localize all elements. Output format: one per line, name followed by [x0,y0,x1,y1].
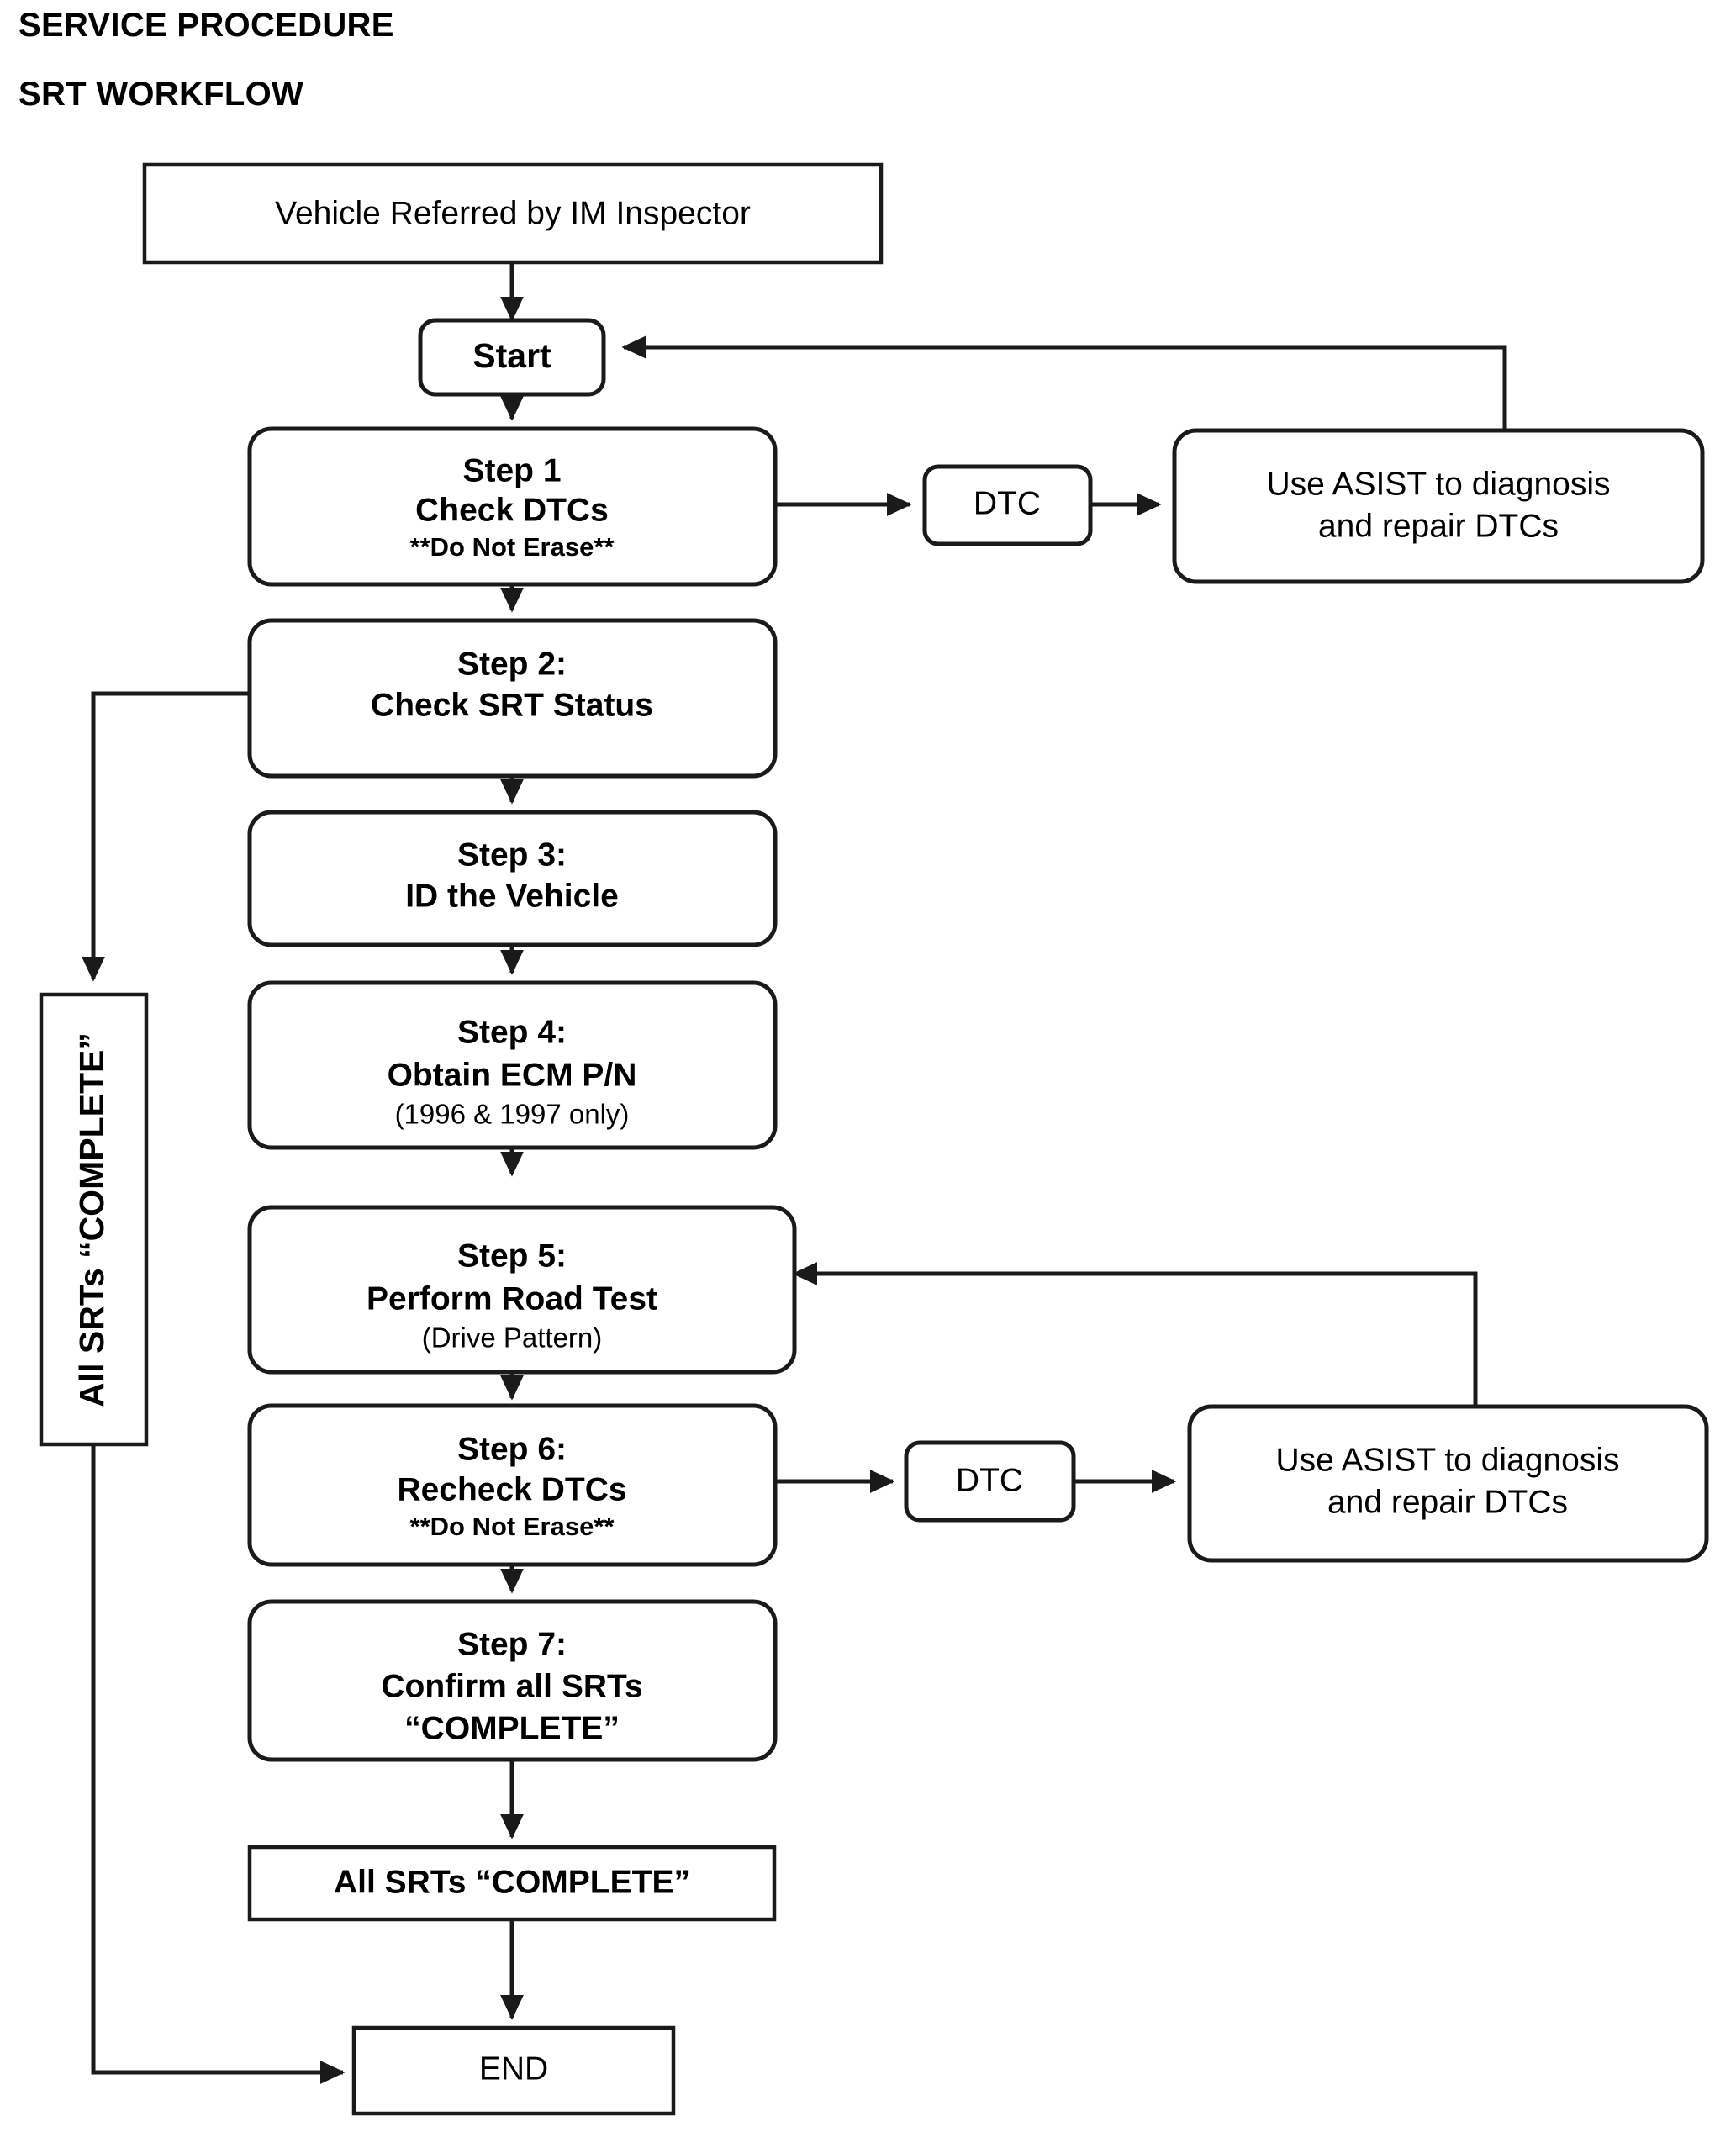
node-dtc-1[interactable] [922,464,1093,546]
edge-asist1-to-start-feedback [621,335,1507,430]
node-step7[interactable] [247,1599,778,1762]
node-asist-1[interactable] [1172,428,1705,584]
node-asist-1-line1: Use ASIST to diagnosis [1266,466,1610,502]
node-start[interactable] [418,318,606,397]
node-dtc-2-label: DTC [956,1462,1023,1498]
node-step5[interactable] [247,1205,797,1375]
node-step6-line3: **Do Not Erase** [410,1512,615,1541]
node-branch-all-srts-complete-label: All SRTs “COMPLETE” [72,1032,111,1407]
edge-branch-complete-to-end [91,1444,346,2084]
edge-asist2-to-step5-feedback [792,1262,1478,1407]
node-step1[interactable] [247,426,778,587]
page-title-service-procedure: SERVICE PROCEDURE [18,7,394,44]
node-step1-line1: Step 1 [462,452,561,488]
node-step7-line1: Step 7: [457,1626,567,1662]
node-step2-line1: Step 2: [457,646,567,682]
node-end[interactable] [351,2025,676,2116]
page-title-srt-workflow: SRT WORKFLOW [18,76,304,113]
node-step3-line2: ID the Vehicle [405,878,619,914]
node-step5-line1: Step 5: [457,1238,567,1274]
node-start-label: Start [472,336,551,375]
node-dtc-1-label: DTC [974,485,1041,521]
node-all-srts-complete[interactable] [247,1845,777,1922]
node-vehicle-referred-label: Vehicle Referred by IM Inspector [275,195,751,231]
node-step6[interactable] [247,1403,778,1567]
node-step2-line2: Check SRT Status [371,687,653,723]
node-dtc-2[interactable] [904,1440,1076,1523]
node-end-label: END [479,2051,548,2087]
node-step1-line3: **Do Not Erase** [410,532,615,562]
node-step3-line1: Step 3: [457,837,567,873]
node-branch-all-srts-complete[interactable] [39,992,149,1447]
node-asist-2-line2: and repair DTCs [1327,1484,1568,1520]
node-asist-2[interactable] [1187,1404,1709,1563]
node-step4-line1: Step 4: [457,1014,567,1050]
node-step4-line2: Obtain ECM P/N [388,1057,637,1093]
node-asist-1-line2: and repair DTCs [1318,508,1559,544]
node-step5-line2: Perform Road Test [367,1280,657,1317]
node-step7-line2: Confirm all SRTs [381,1668,642,1704]
node-step3[interactable] [247,810,778,947]
node-step6-line2: Recheck DTCs [397,1471,626,1507]
node-step4[interactable] [247,980,778,1150]
node-step1-line2: Check DTCs [415,492,609,528]
node-step2[interactable] [247,618,778,779]
node-asist-2-line1: Use ASIST to diagnosis [1275,1442,1619,1478]
node-step7-line3: “COMPLETE” [404,1710,620,1746]
node-vehicle-referred[interactable] [142,162,884,265]
edge-step2-to-branch-complete [82,691,250,982]
node-step6-line1: Step 6: [457,1431,567,1467]
node-step4-line3: (1996 & 1997 only) [395,1099,630,1130]
node-step5-line3: (Drive Pattern) [422,1322,603,1354]
node-all-srts-complete-label: All SRTs “COMPLETE” [334,1864,690,1900]
